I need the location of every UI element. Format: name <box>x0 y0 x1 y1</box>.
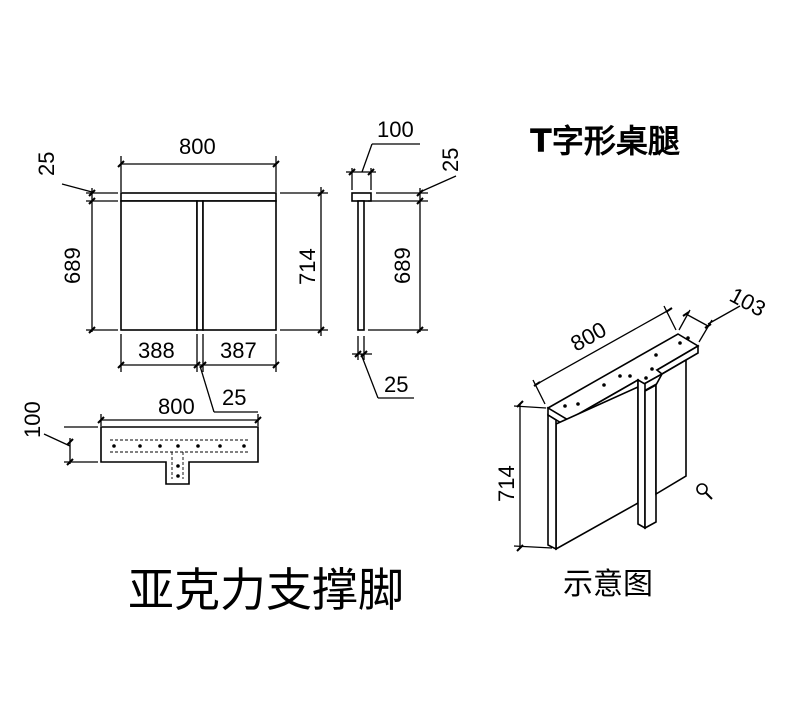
drawing-title: T字形桌腿 <box>530 122 680 160</box>
side-bottom-thickness-label: 25 <box>384 372 408 397</box>
front-width-label: 800 <box>179 134 216 159</box>
side-top-thickness-label: 25 <box>438 148 463 172</box>
iso-screw-holes <box>563 336 690 408</box>
top-view-width-label: 800 <box>158 394 195 419</box>
top-view-depth-label: 100 <box>20 401 45 438</box>
iso-caption: 示意图 <box>563 567 653 602</box>
magnifier-icon[interactable] <box>696 483 713 500</box>
front-center-board <box>196 200 204 331</box>
iso-width-label: 800 <box>566 317 610 357</box>
top-view: 800 100 <box>20 394 262 485</box>
front-left-part-label: 388 <box>138 338 175 363</box>
front-center-thickness-label: 25 <box>222 385 246 410</box>
front-view: 800 25 689 714 388 387 25 <box>34 134 328 413</box>
front-left-panel <box>120 200 198 331</box>
front-top-board <box>120 192 277 202</box>
front-right-part-label: 387 <box>220 338 257 363</box>
front-total-height-label: 714 <box>295 248 320 285</box>
iso-height-label: 714 <box>494 465 519 502</box>
side-top-width-label: 100 <box>377 117 414 142</box>
isometric-view: 800 103 714 <box>494 282 770 552</box>
product-caption: 亚克力支撑脚 <box>128 563 404 617</box>
side-top-board <box>351 192 372 202</box>
front-top-thickness-label: 25 <box>34 152 59 176</box>
iso-cross-panel <box>637 378 646 530</box>
side-leg-board <box>357 200 365 331</box>
side-view: 100 25 689 25 <box>346 117 463 399</box>
iso-back-panel <box>655 358 687 496</box>
front-leg-height-label: 689 <box>60 247 85 284</box>
top-view-outline <box>100 426 259 485</box>
side-leg-height-label: 689 <box>390 247 415 284</box>
front-right-panel <box>202 200 277 331</box>
iso-depth-label: 103 <box>726 282 770 321</box>
top-view-screw-holes <box>112 444 246 478</box>
